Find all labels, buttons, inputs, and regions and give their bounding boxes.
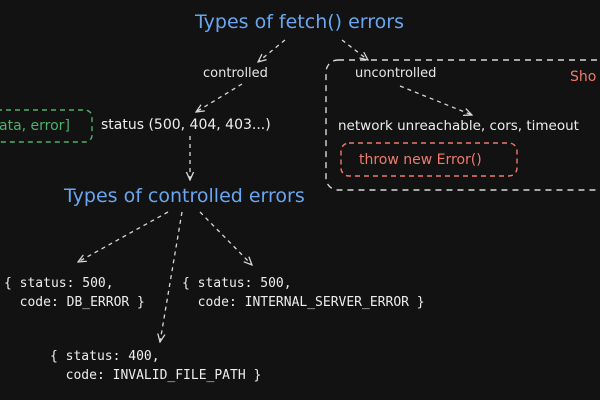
network-text: network unreachable, cors, timeout: [338, 118, 579, 134]
diagram-title: Types of fetch() errors: [195, 11, 405, 33]
error-2-line2: code: INTERNAL_SERVER_ERROR }: [182, 295, 425, 310]
error-2-line1: { status: 500,: [182, 276, 292, 291]
error-1-line2: code: DB_ERROR }: [4, 295, 145, 310]
arrow-to-error-2: [199, 211, 252, 265]
arrow-to-error-3: [160, 211, 183, 342]
arrow-to-error-1: [78, 211, 169, 262]
green-box-text: ata, error]: [0, 118, 70, 134]
uncontrolled-box: [325, 59, 600, 191]
status-text: status (500, 404, 403...): [101, 117, 271, 133]
arrow-title-to-controlled: [258, 39, 286, 62]
arrow-uncontrolled-to-network: [399, 85, 472, 115]
label-controlled: controlled: [203, 66, 268, 81]
error-3-line2: code: INVALID_FILE_PATH }: [50, 368, 262, 383]
arrow-controlled-to-status: [196, 83, 243, 112]
arrow-title-to-uncontrolled: [341, 39, 368, 60]
error-1-line1: { status: 500,: [4, 276, 114, 291]
throw-text: throw new Error(): [359, 152, 482, 168]
label-uncontrolled: uncontrolled: [355, 66, 437, 81]
green-box: [0, 109, 93, 143]
side-note-clipped: Sho: [570, 69, 597, 85]
error-3-line1: { status: 400,: [50, 349, 160, 364]
controlled-errors-title: Types of controlled errors: [64, 185, 305, 207]
throw-box: [340, 142, 518, 177]
